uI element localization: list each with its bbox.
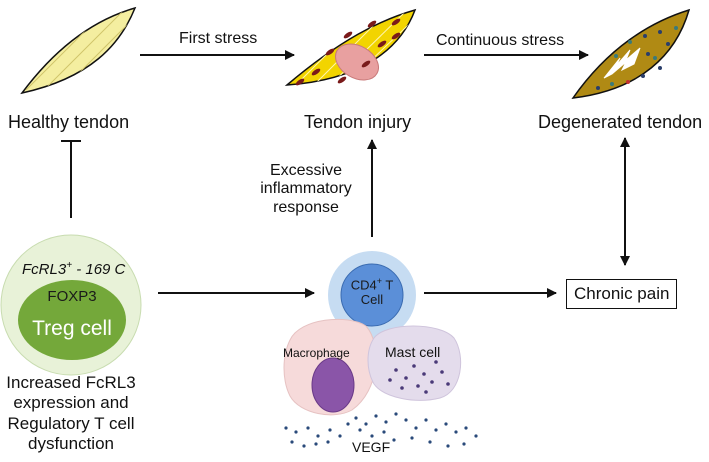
degenerated-dots [596,26,678,90]
label-degenerated-tendon: Degenerated tendon [538,112,703,132]
mast-granules [388,360,450,394]
cd4-line-1: CD4+ T [331,276,413,293]
injury-patch [335,43,379,81]
treg-caption-line-3: Regulatory T cell [7,413,135,433]
treg-caption-line-1: Increased FcRL3 [6,373,136,392]
treg-caption-line-4: dysfunction [28,434,114,454]
label-fcrl3-header: FcRL3+ - 169 C [22,260,125,278]
macrophage-nucleus [311,357,355,413]
vegf-dots [284,412,478,448]
excessive-line-3: response [273,198,339,216]
fcrl3-sup: + [66,260,73,271]
label-tendon-injury: Tendon injury [304,112,412,132]
fcrl3-rest: - 169 C [72,261,126,278]
chronic-pain-box: Chronic pain [566,279,678,309]
cd4-sup: + [376,276,382,286]
mast-cell [367,325,462,401]
cd4-rest: T [381,277,394,293]
label-excessive-response: Excessive inflammatory response [256,162,356,217]
treg-caption-line-2: expression and [13,393,129,413]
degenerated-tendon-shape [571,8,691,99]
macrophage-cell [283,318,377,416]
tear-mark [603,47,641,79]
label-vegf: VEGF [352,439,391,455]
treg-cell [0,234,142,376]
label-treg-cell: Treg cell [32,317,112,340]
label-macrophage: Macrophage [283,346,350,360]
label-mast-cell: Mast cell [385,344,441,360]
label-first-stress: First stress [179,30,258,47]
treg-caption: Increased FcRL3 expression and Regulator… [0,373,142,455]
injury-cells [295,18,401,86]
label-continuous-stress: Continuous stress [436,32,565,49]
cd4-main: CD4 [350,277,377,293]
injured-tendon-shape [284,8,417,86]
cd4-t-cell [328,251,416,339]
label-healthy-tendon: Healthy tendon [8,112,130,132]
fcrl3-main: FcRL3 [22,261,67,278]
excessive-line-2: inflammatory [260,180,352,198]
label-foxp3: FOXP3 [47,288,97,305]
excessive-line-1: Excessive [269,162,343,179]
label-cd4-cell: CD4+ T Cell [331,276,413,308]
healthy-tendon-shape [20,6,137,95]
cd4-line-2: Cell [360,292,384,308]
